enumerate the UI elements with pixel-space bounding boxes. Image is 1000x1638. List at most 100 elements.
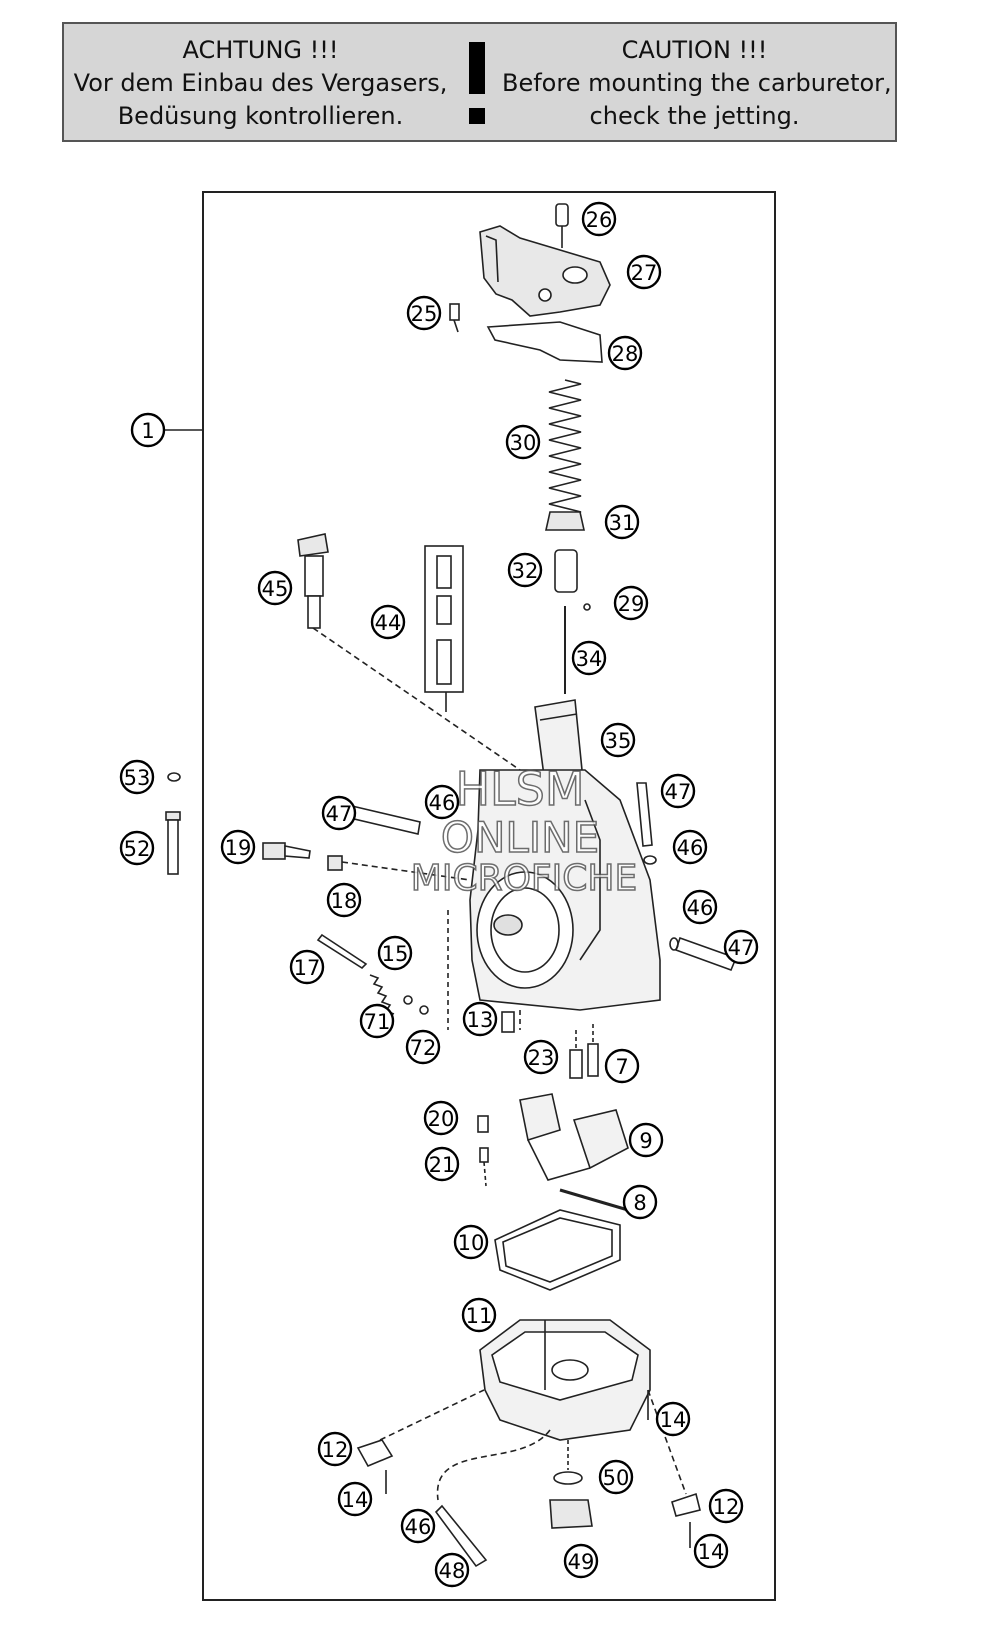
svg-text:47: 47	[326, 802, 353, 826]
label-1: 1	[130, 412, 166, 448]
label-50: 50	[598, 1459, 634, 1495]
label-46-b: 46	[672, 829, 708, 865]
svg-text:46: 46	[405, 1515, 432, 1539]
warning-english-line2: check the jetting.	[589, 102, 800, 130]
label-35: 35	[600, 722, 636, 758]
svg-text:25: 25	[411, 302, 438, 326]
exclamation-icon	[469, 42, 485, 94]
svg-text:1: 1	[141, 419, 154, 443]
svg-text:34: 34	[576, 647, 603, 671]
label-31: 31	[604, 504, 640, 540]
label-7: 7	[604, 1048, 640, 1084]
label-13: 13	[462, 1001, 498, 1037]
svg-text:72: 72	[410, 1036, 437, 1060]
label-27: 27	[626, 254, 662, 290]
svg-text:14: 14	[698, 1540, 725, 1564]
svg-text:49: 49	[568, 1550, 595, 1574]
label-47-b: 47	[660, 773, 696, 809]
svg-text:21: 21	[429, 1153, 456, 1177]
label-32: 32	[507, 552, 543, 588]
label-11: 11	[461, 1297, 497, 1333]
warning-german: ACHTUNG !!! Vor dem Einbau des Vergasers…	[68, 34, 453, 133]
label-45: 45	[257, 570, 293, 606]
warning-german-heading: ACHTUNG !!!	[182, 36, 339, 64]
svg-text:71: 71	[364, 1010, 391, 1034]
warning-german-line2: Bedüsung kontrollieren.	[117, 102, 404, 130]
svg-text:32: 32	[512, 559, 539, 583]
label-21: 21	[424, 1146, 460, 1182]
label-46-d: 46	[400, 1508, 436, 1544]
svg-text:12: 12	[322, 1438, 349, 1462]
svg-text:18: 18	[331, 889, 358, 913]
label-52: 52	[119, 830, 155, 866]
svg-text:14: 14	[342, 1488, 369, 1512]
label-47-a: 47	[321, 795, 357, 831]
label-34: 34	[571, 640, 607, 676]
svg-text:26: 26	[586, 208, 613, 232]
label-14-a: 14	[655, 1401, 691, 1437]
label-29: 29	[613, 585, 649, 621]
svg-text:47: 47	[728, 936, 755, 960]
svg-text:11: 11	[466, 1304, 493, 1328]
watermark-line1: HLSM	[455, 762, 584, 816]
label-14-b: 14	[337, 1481, 373, 1517]
svg-text:46: 46	[677, 836, 704, 860]
label-25: 25	[406, 295, 442, 331]
svg-text:46: 46	[687, 896, 714, 920]
svg-text:45: 45	[262, 577, 289, 601]
svg-text:29: 29	[618, 592, 645, 616]
warning-english-line1: Before mounting the carburetor,	[502, 69, 892, 97]
label-28: 28	[607, 335, 643, 371]
assembly-frame	[202, 191, 776, 1601]
svg-text:50: 50	[603, 1466, 630, 1490]
label-30: 30	[505, 424, 541, 460]
svg-text:23: 23	[528, 1046, 555, 1070]
label-48: 48	[434, 1552, 470, 1588]
label-26: 26	[581, 201, 617, 237]
label-44: 44	[370, 604, 406, 640]
svg-text:28: 28	[612, 342, 639, 366]
label-9: 9	[628, 1122, 664, 1158]
label-47-c: 47	[723, 929, 759, 965]
svg-text:8: 8	[633, 1191, 646, 1215]
watermark-line3: MICROFICHE	[411, 858, 637, 899]
label-46-a: 46	[424, 784, 460, 820]
svg-text:46: 46	[429, 791, 456, 815]
label-71: 71	[359, 1003, 395, 1039]
svg-text:12: 12	[713, 1495, 740, 1519]
svg-text:9: 9	[639, 1129, 652, 1153]
watermark: HLSM ONLINE MICROFICHE	[410, 761, 638, 900]
watermark-line2: ONLINE	[441, 813, 599, 862]
warning-english: CAUTION !!! Before mounting the carburet…	[502, 34, 892, 133]
svg-text:27: 27	[631, 261, 658, 285]
warning-english-heading: CAUTION !!!	[621, 36, 768, 64]
warning-german-line1: Vor dem Einbau des Vergasers,	[73, 69, 448, 97]
label-12-b: 12	[708, 1488, 744, 1524]
svg-text:13: 13	[467, 1008, 494, 1032]
label-10: 10	[453, 1224, 489, 1260]
svg-text:15: 15	[382, 942, 409, 966]
svg-text:52: 52	[124, 837, 151, 861]
label-19: 19	[220, 829, 256, 865]
svg-text:47: 47	[665, 780, 692, 804]
svg-text:44: 44	[375, 611, 402, 635]
svg-text:19: 19	[225, 836, 252, 860]
label-17: 17	[289, 949, 325, 985]
label-12-a: 12	[317, 1431, 353, 1467]
label-15: 15	[377, 935, 413, 971]
svg-text:30: 30	[510, 431, 537, 455]
label-46-c: 46	[682, 889, 718, 925]
label-20: 20	[423, 1100, 459, 1136]
exclamation-dot-icon	[469, 108, 485, 124]
svg-text:17: 17	[294, 956, 321, 980]
label-18: 18	[326, 882, 362, 918]
label-14-c: 14	[693, 1533, 729, 1569]
svg-text:20: 20	[428, 1107, 455, 1131]
svg-text:31: 31	[609, 511, 636, 535]
label-53: 53	[119, 759, 155, 795]
svg-text:10: 10	[458, 1231, 485, 1255]
warning-box: ACHTUNG !!! Vor dem Einbau des Vergasers…	[62, 22, 897, 142]
svg-text:53: 53	[124, 766, 151, 790]
label-72: 72	[405, 1029, 441, 1065]
